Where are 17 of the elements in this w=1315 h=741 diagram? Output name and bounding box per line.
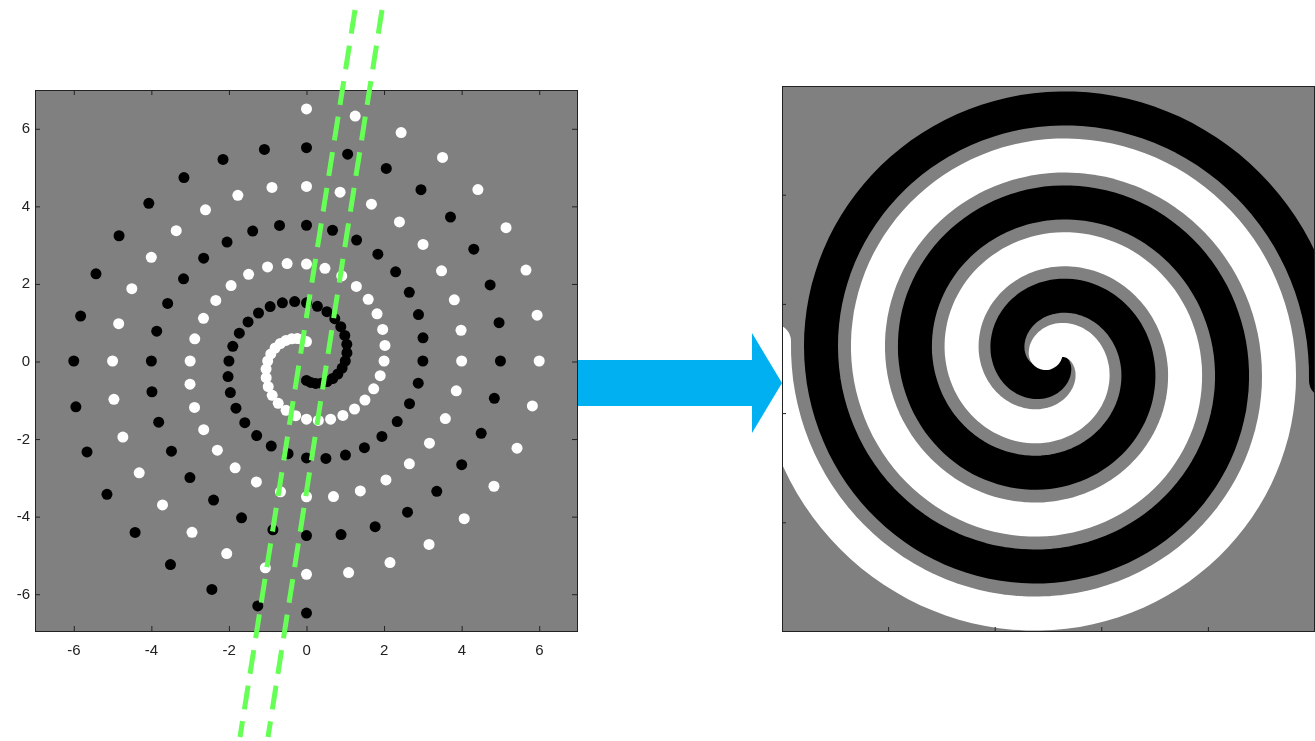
tick-label: 4	[21, 196, 30, 214]
tick-label: 6	[21, 119, 30, 137]
tick-label: 2	[380, 641, 389, 658]
block-arrow	[578, 333, 782, 433]
tick-label: 4	[457, 641, 466, 658]
tick-label: -2	[16, 429, 30, 447]
tick-label: 2	[21, 274, 30, 292]
tick-label: -2	[222, 641, 236, 658]
tick-label: 0	[21, 352, 30, 369]
tick-label: -4	[16, 507, 30, 525]
tick-label: -6	[67, 641, 81, 658]
scatter-plot	[35, 90, 578, 632]
tick-label: 0	[302, 641, 311, 658]
spiral-region-map	[782, 86, 1315, 632]
tick-label: -4	[144, 641, 159, 658]
tick-label: -6	[16, 584, 30, 602]
tick-label: 6	[535, 641, 544, 658]
